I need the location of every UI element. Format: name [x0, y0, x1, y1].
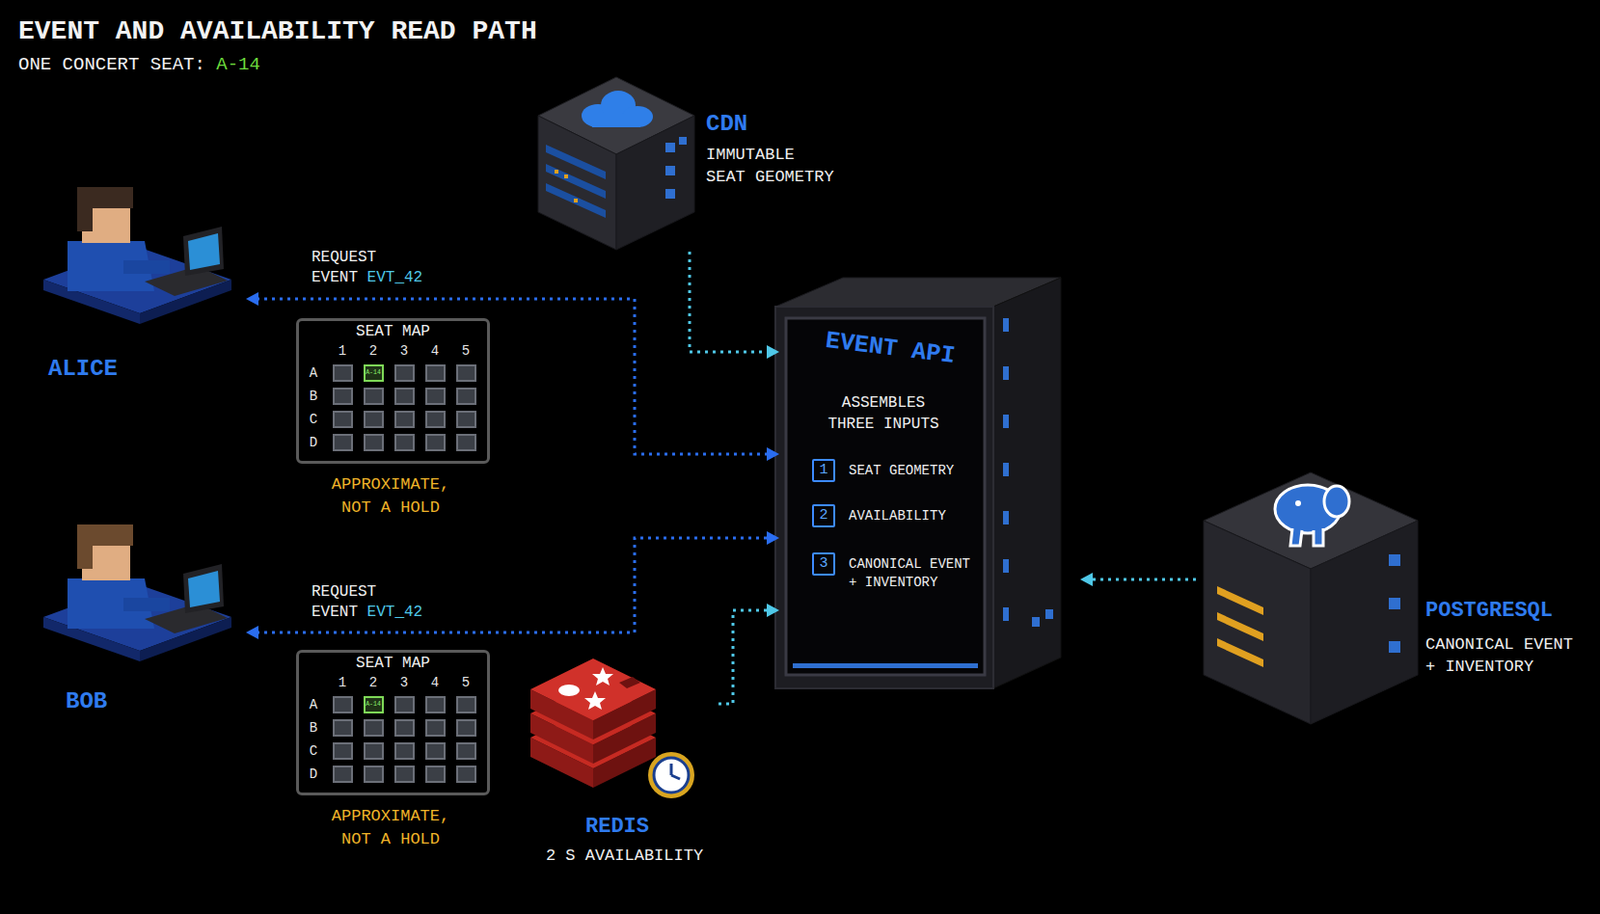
seat-id: A-14	[363, 369, 383, 378]
item-number: 1	[812, 459, 836, 483]
map-note: APPROXIMATE, NOT A HOLD	[318, 473, 463, 520]
server-name: POSTGRESQL	[1425, 598, 1590, 624]
column-number: 5	[454, 675, 478, 691]
diagram-title: EVENT AND AVAILABILITY READ PATH	[18, 15, 538, 49]
postgres-icon	[1203, 472, 1418, 725]
row-letter: B	[305, 388, 322, 405]
server-role: IMMUTABLE SEAT GEOMETRY	[705, 143, 840, 189]
arrow-head	[245, 625, 259, 640]
input-item: 3 CANONICAL EVENT + INVENTORY	[812, 552, 984, 594]
redis-cache: REDIS 2 S AVAILABILITY	[530, 655, 719, 873]
input-item: 1 SEAT GEOMETRY	[812, 459, 984, 485]
user-name: ALICE	[48, 355, 164, 383]
subtitle: ONE CONCERT SEAT:	[18, 53, 206, 77]
event-api: EVENT API ASSEMBLES THREE INPUTS 1 SEAT GEO…	[779, 313, 1081, 690]
seat-id: A-14	[363, 701, 383, 709]
column-number: 2	[361, 343, 385, 359]
item-text: SEAT GEOMETRY	[848, 461, 980, 481]
connector	[718, 603, 780, 705]
map-heading: SEAT MAP	[298, 653, 488, 674]
subtitle-row: ONE CONCERT SEAT: A-14	[18, 53, 261, 77]
connector	[1080, 572, 1196, 587]
api-name: EVENT API	[802, 324, 978, 375]
arrow-head	[766, 447, 780, 462]
arrow-head	[766, 345, 780, 359]
column-number: 3	[392, 675, 416, 691]
server-role: 2 S AVAILABILITY	[530, 845, 719, 868]
arrow-head	[766, 603, 780, 618]
label-id: EVT_42	[367, 269, 424, 287]
user-name: BOB	[65, 688, 182, 716]
user-figure: ALICE	[38, 181, 246, 384]
column-number: 1	[330, 343, 354, 359]
row-letter: C	[305, 743, 322, 760]
column-number: 2	[361, 675, 385, 691]
connector-line	[689, 251, 769, 353]
input-item: 2 AVAILABILITY	[812, 504, 984, 530]
server-name: CDN	[705, 110, 822, 138]
server-name: REDIS	[567, 814, 668, 841]
connector-line	[256, 538, 769, 633]
user-figure: BOB	[38, 518, 246, 707]
map-heading: SEAT MAP	[298, 322, 488, 342]
row-letter: D	[305, 766, 322, 783]
map-note: APPROXIMATE, NOT A HOLD	[318, 805, 463, 852]
connector	[689, 251, 780, 359]
postgres-db: POSTGRESQL CANONICAL EVENT + INVENTORY	[1195, 469, 1597, 726]
api-tower	[775, 277, 1061, 689]
column-number: 3	[392, 343, 416, 359]
edge-label: REQUEST EVENT EVT_42	[311, 247, 428, 289]
bob-figure	[43, 524, 232, 662]
seat-map: SEAT MAPAPPROXIMATE, NOT A HOLD12345ABCD…	[296, 318, 490, 464]
column-number: 4	[423, 675, 447, 691]
api-role: ASSEMBLES THREE INPUTS	[815, 392, 951, 435]
connector-line	[1090, 578, 1196, 582]
alice-figure	[43, 187, 232, 325]
column-number: 1	[330, 675, 354, 691]
item-text: CANONICAL EVENT + INVENTORY	[848, 555, 980, 593]
seat-map: SEAT MAPAPPROXIMATE, NOT A HOLD12345ABCD…	[296, 650, 490, 796]
row-letter: A	[305, 697, 322, 713]
arrow-head	[245, 292, 259, 306]
item-number: 2	[812, 504, 836, 528]
row-letter: B	[305, 720, 322, 736]
cdn-server: CDN IMMUTABLE SEAT GEOMETRY	[535, 76, 893, 252]
seat-grid	[332, 364, 488, 789]
connector-line	[256, 298, 769, 455]
arrow-head	[1080, 572, 1093, 587]
server-role: CANONICAL EVENT + INVENTORY	[1425, 633, 1580, 678]
redis-icon	[530, 658, 695, 799]
item-text: AVAILABILITY	[848, 507, 980, 526]
row-letter: A	[305, 365, 322, 381]
edge-label: REQUEST EVENT EVT_42	[311, 582, 428, 624]
arrow-head	[766, 531, 780, 545]
row-letter: D	[305, 434, 322, 451]
label-part: REQUEST EVENT	[311, 248, 377, 287]
connector	[245, 531, 780, 640]
column-number: 4	[423, 343, 447, 359]
label-id: EVT_42	[367, 603, 424, 622]
item-number: 3	[812, 552, 836, 576]
cdn-icon	[538, 77, 695, 250]
label-part: REQUEST EVENT	[311, 583, 377, 622]
column-number: 5	[454, 343, 478, 359]
row-letter: C	[305, 411, 322, 428]
seat-id: A-14	[216, 53, 261, 77]
connector-line	[718, 610, 769, 705]
